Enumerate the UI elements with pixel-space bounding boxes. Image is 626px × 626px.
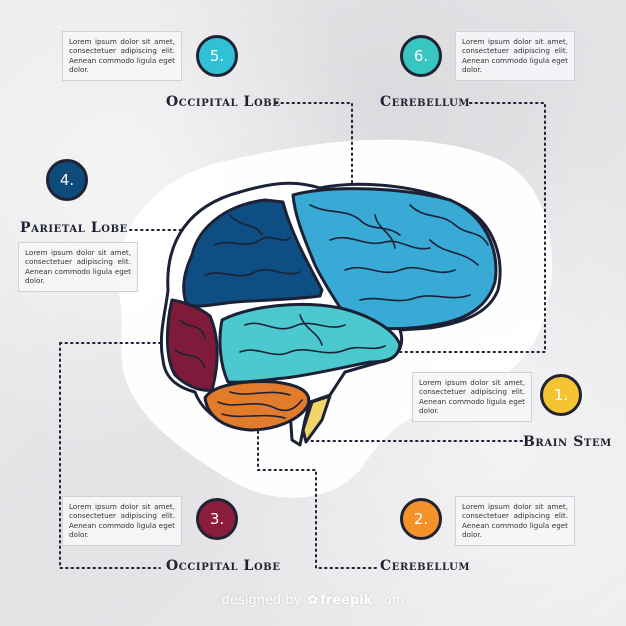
info-text: Lorem ipsum dolor sit amet, consectetuer… xyxy=(25,248,131,286)
info-text: Lorem ipsum dolor sit amet, consectetuer… xyxy=(69,37,175,75)
info-box-bottom-left: Lorem ipsum dolor sit amet, consectetuer… xyxy=(62,496,182,546)
connector-lines xyxy=(59,102,546,569)
number-text: 1. xyxy=(553,386,569,404)
info-text: Lorem ipsum dolor sit amet, consectetuer… xyxy=(69,502,175,540)
number-badge-1: 1. xyxy=(540,374,582,416)
footer-brand: freepik xyxy=(320,593,373,608)
connector-bottom-left xyxy=(59,342,171,569)
info-text: Lorem ipsum dolor sit amet, consectetuer… xyxy=(462,502,568,540)
number-badge-4: 4. xyxy=(46,159,88,201)
connector-bottom-right xyxy=(257,414,379,569)
info-text: Lorem ipsum dolor sit amet, consectetuer… xyxy=(462,37,568,75)
number-badge-2: 2. xyxy=(400,498,442,540)
footer-credit: designed by ✿freepik.com xyxy=(0,593,626,608)
label-occipital-lobe-bottom: Occipital Lobe xyxy=(166,558,281,574)
number-badge-5: 5. xyxy=(196,35,238,77)
connector-top-right xyxy=(399,102,546,353)
label-parietal-lobe: Parietal Lobe xyxy=(20,220,128,236)
label-occipital-lobe-top: Occipital Lobe xyxy=(166,94,281,110)
footer-suffix: .com xyxy=(372,593,405,608)
number-badge-6: 6. xyxy=(400,35,442,77)
brain-folds xyxy=(174,204,489,419)
number-text: 5. xyxy=(209,47,225,65)
info-text: Lorem ipsum dolor sit amet, consectetuer… xyxy=(419,378,525,416)
number-text: 3. xyxy=(209,510,225,528)
freepik-icon: ✿ xyxy=(307,593,319,608)
label-cerebellum-top: Cerebellum xyxy=(380,94,471,110)
info-box-top-left: Lorem ipsum dolor sit amet, consectetuer… xyxy=(62,31,182,81)
connector-top-left xyxy=(275,102,353,216)
frontal-lobe xyxy=(291,187,498,331)
number-text: 4. xyxy=(59,171,75,189)
number-badge-3: 3. xyxy=(196,498,238,540)
label-brain-stem: Brain Stem xyxy=(523,434,612,450)
info-box-right: Lorem ipsum dolor sit amet, consectetuer… xyxy=(412,372,532,422)
info-box-top-right: Lorem ipsum dolor sit amet, consectetuer… xyxy=(455,31,575,81)
number-text: 6. xyxy=(413,47,429,65)
temporal-lobe xyxy=(218,302,402,384)
brain-stem xyxy=(301,394,332,444)
info-box-left: Lorem ipsum dolor sit amet, consectetuer… xyxy=(18,242,138,292)
info-box-bottom-right: Lorem ipsum dolor sit amet, consectetuer… xyxy=(455,496,575,546)
label-cerebellum-bottom: Cerebellum xyxy=(380,558,471,574)
footer-prefix: designed by xyxy=(221,593,302,608)
number-text: 2. xyxy=(413,510,429,528)
